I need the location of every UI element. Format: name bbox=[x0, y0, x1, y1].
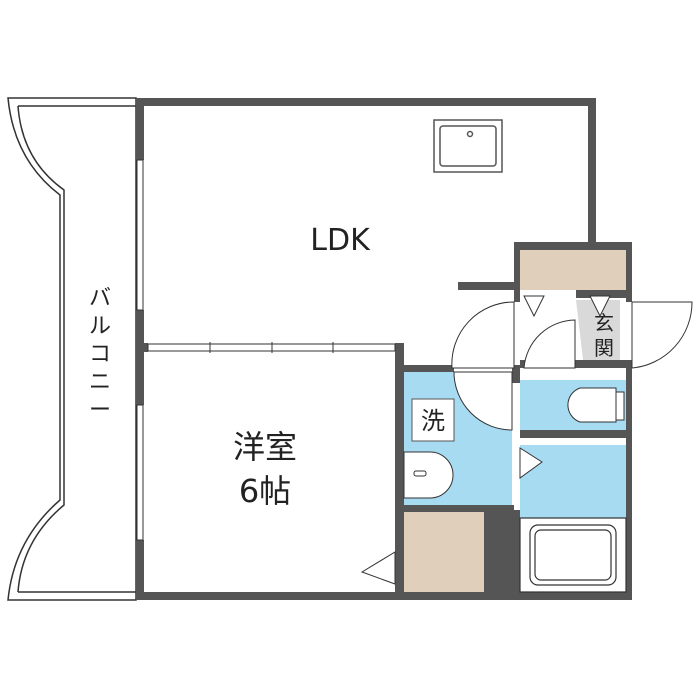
doors bbox=[360, 295, 693, 585]
ldk-label: LDK bbox=[310, 223, 371, 258]
bathroom-floor bbox=[520, 445, 626, 518]
shoe-cabinet bbox=[520, 250, 626, 290]
balcony-label-char: ニ bbox=[89, 370, 111, 395]
balcony: バ ル コ ニ ー bbox=[7, 97, 137, 601]
entrance-label-char: 関 bbox=[594, 336, 614, 360]
balcony-label-char: ー bbox=[89, 398, 111, 423]
balcony-label-char: バ bbox=[89, 286, 111, 311]
toilet bbox=[567, 387, 625, 423]
washroom-label: 洗 bbox=[421, 407, 445, 435]
entrance-label-char: 玄 bbox=[594, 311, 614, 335]
western-room-size: 6帖 bbox=[239, 472, 291, 510]
walls bbox=[136, 98, 632, 600]
windows bbox=[136, 159, 396, 541]
western-room-label: 洋室 bbox=[233, 428, 297, 466]
entrance-floor bbox=[576, 300, 620, 368]
balcony-label-char: コ bbox=[89, 342, 111, 367]
kitchen-sink bbox=[433, 119, 503, 173]
bathtub bbox=[519, 517, 627, 593]
wash-basin bbox=[403, 451, 454, 499]
balcony-label-char: ル bbox=[89, 314, 111, 339]
closet bbox=[404, 512, 484, 592]
